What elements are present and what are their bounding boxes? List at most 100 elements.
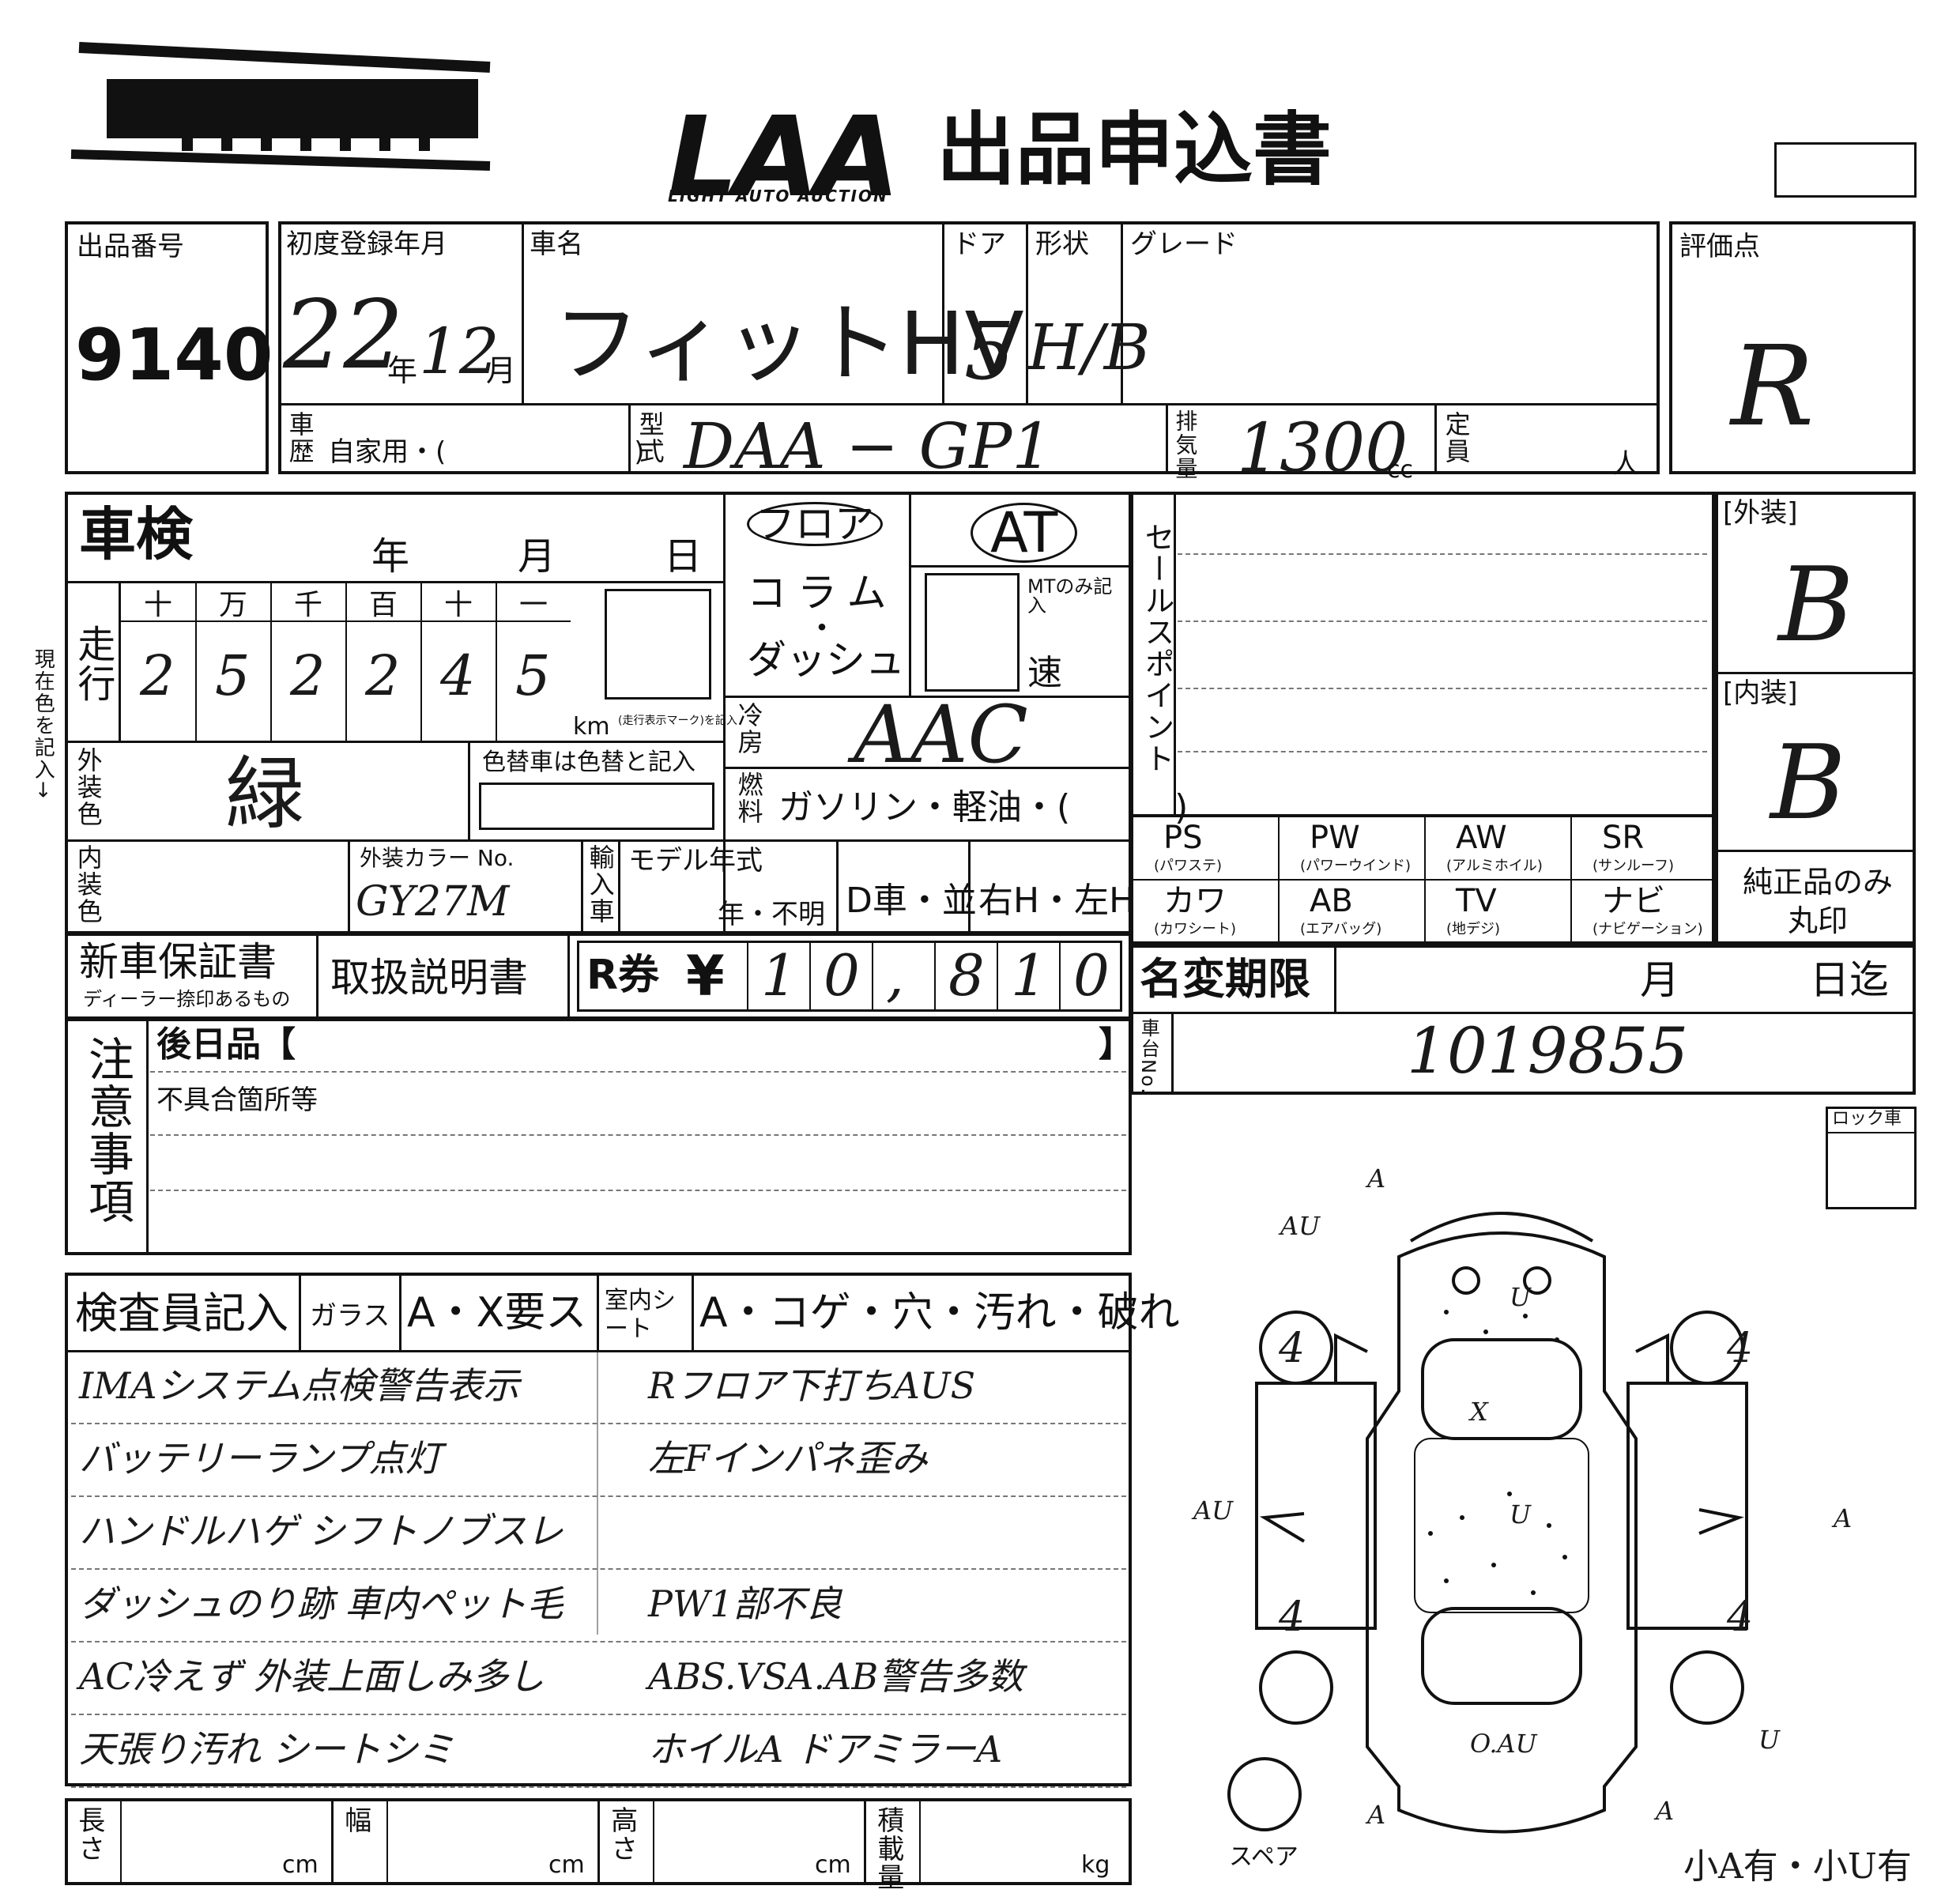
shift-dash: ダッシュ	[747, 637, 905, 683]
chassis-number: 1019855	[1407, 1014, 1689, 1088]
ratings-box	[1715, 492, 1916, 945]
shift-floor: フロア	[747, 502, 883, 546]
model-label: 型式	[635, 411, 665, 465]
mileage-digit: 5	[515, 643, 551, 708]
recycle-label: R券	[586, 952, 660, 999]
capacity-label: 定員	[1441, 411, 1472, 465]
recycle-digit: 1	[761, 942, 797, 1009]
cc-unit: cc	[1387, 456, 1413, 484]
glass-label: ガラス	[310, 1300, 390, 1332]
model-code: DAA − GP1	[684, 409, 1053, 483]
inspector-note-right: ホイルA ドアミラーA	[648, 1728, 1003, 1771]
inspector-note-left: AC冷えず 外装上面しみ多し	[79, 1655, 545, 1698]
recycle-box	[577, 941, 1122, 1012]
score-box	[1669, 221, 1916, 474]
interior-rating: B	[1770, 722, 1846, 843]
option-sub: (エアバッグ)	[1300, 921, 1382, 937]
glass-value: A・X要ス	[407, 1289, 587, 1337]
shift-dot: ・	[806, 610, 838, 647]
shaken-day: 日	[664, 534, 703, 579]
dim-load-unit: kg	[1081, 1851, 1110, 1879]
option-code: AB	[1310, 883, 1353, 919]
mileage-digit: 2	[290, 643, 326, 708]
damage-mark: 4	[1727, 1325, 1754, 1372]
lock-box	[1826, 1107, 1917, 1209]
lot-box	[65, 221, 269, 474]
name-change-month: 月	[1640, 957, 1679, 1003]
damage-mark: A	[1367, 1800, 1386, 1830]
vehicle-info-box	[278, 221, 1660, 474]
current-color-note: 現在色を記入→	[31, 648, 55, 800]
score-label: 評価点	[1679, 231, 1760, 262]
first-reg-label: 初度登録年月	[286, 228, 447, 260]
seat-value: A・コゲ・穴・汚れ・破れ	[699, 1289, 1180, 1337]
notes-box	[65, 1018, 1132, 1255]
redacted-stamp	[70, 42, 491, 171]
small-scratch-note: 小A有・小U有	[1683, 1846, 1912, 1887]
color-no: GY27M	[356, 878, 510, 926]
form-title: 出品申込書	[937, 104, 1332, 196]
inspector-note-right: 左Fインパネ歪み	[648, 1437, 928, 1480]
inspector-note-left: ダッシュのり跡 車内ペット毛	[79, 1582, 564, 1625]
seat-label: 室内シート	[605, 1287, 676, 1343]
mileage-digit-header: 百	[369, 589, 398, 621]
lot-number: 9140	[75, 314, 273, 397]
import-label: 輸入車	[585, 844, 616, 925]
inspector-note-right: Rフロア下打ちAUS	[648, 1364, 976, 1407]
option-sub: (ナビゲーション)	[1592, 921, 1703, 937]
ac-label: 冷房	[733, 702, 764, 756]
dim-width-label: 幅	[339, 1806, 371, 1835]
brand-logo: LAA	[668, 93, 900, 222]
damage-mark: A	[1367, 1163, 1386, 1194]
km-label: km	[573, 713, 610, 741]
damage-mark: A	[1834, 1503, 1853, 1533]
doors: 5	[964, 305, 1015, 398]
speed-label: 速	[1027, 653, 1062, 693]
ac-value: AAC	[854, 688, 1028, 781]
later-items-end: 】	[1099, 1024, 1133, 1065]
dim-length-unit: cm	[282, 1851, 318, 1879]
fuel-value: ガソリン・軽油・( )	[778, 787, 1189, 828]
exterior-color: 緑	[225, 748, 304, 840]
damage-mark: U	[1510, 1499, 1531, 1529]
defects-label: 不具合箇所等	[156, 1084, 318, 1116]
door-label: ドア	[952, 228, 1006, 260]
mileage-digit: 4	[440, 643, 476, 708]
grade-label: グレード	[1130, 228, 1238, 260]
option-sub: (パワステ)	[1154, 858, 1223, 874]
interior-color-label: 内装色	[73, 844, 104, 925]
handle-label: 右H・左H	[978, 881, 1136, 921]
transmission-at: AT	[971, 503, 1078, 563]
mileage-label: 走行	[70, 624, 115, 703]
exterior-color-label: 外装色	[73, 747, 104, 828]
exterior-rating: B	[1778, 545, 1854, 665]
km-mark-box	[605, 589, 711, 700]
mileage-digit: 2	[365, 643, 401, 708]
damage-mark: U	[1510, 1282, 1531, 1312]
km-note: (走行表示マーク)を記入	[618, 715, 737, 727]
option-code: SR	[1602, 820, 1645, 856]
dim-width-unit: cm	[548, 1851, 585, 1879]
first-reg-year: 22	[283, 281, 404, 390]
repaint-note: 色替車は色替と記入	[482, 749, 695, 776]
damage-mark: A	[1656, 1796, 1675, 1826]
model-year-value: 年・不明	[718, 899, 825, 930]
mileage-digit-header: 万	[219, 589, 248, 621]
option-sub: (サンルーフ)	[1592, 858, 1674, 874]
genuine-label: 純正品のみ丸印	[1742, 865, 1893, 939]
spare-label: スペア	[1229, 1843, 1298, 1871]
option-sub: (カワシート)	[1154, 921, 1237, 937]
option-code: AW	[1456, 820, 1507, 856]
dim-load-label: 積載量	[872, 1806, 904, 1891]
model-year-label: モデル年式	[628, 845, 763, 877]
inspector-note-left: ハンドルハゲ シフトノブスレ	[79, 1510, 564, 1552]
option-sub: (地デジ)	[1446, 921, 1501, 937]
later-items: 後日品【	[156, 1024, 296, 1065]
yen-sign: ¥	[686, 944, 725, 1009]
mt-note: MTのみ記入	[1027, 575, 1113, 617]
mt-box	[925, 573, 1020, 692]
option-code: PS	[1163, 820, 1203, 856]
damage-mark: U	[1758, 1725, 1780, 1755]
recycle-digit: 0	[1073, 942, 1110, 1009]
year-char: 年	[387, 353, 418, 388]
